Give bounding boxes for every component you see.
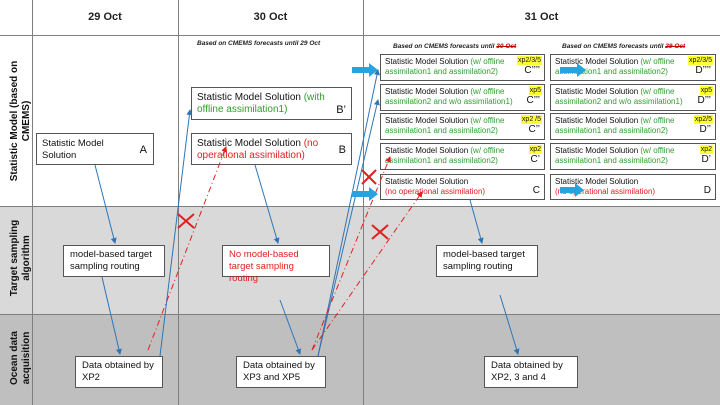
grid-line: [0, 314, 720, 315]
day-header-29: 29 Oct: [88, 11, 122, 23]
d-xp-tag: xp2/3/5: [688, 56, 713, 65]
ocean-box-31: Data obtained by XP2, 3 and 4: [484, 356, 578, 388]
day-header-31: 31 Oct: [524, 11, 559, 23]
c-solution-text: Statistic Model Solution (w/ offline ass…: [385, 57, 505, 76]
row-label-ocean: Ocean data acquisition: [9, 331, 32, 385]
grid-line: [0, 206, 720, 207]
grid-line: [32, 0, 33, 405]
model-solution-b-prime-text: Statistic Model Solution (with offline a…: [197, 92, 325, 115]
sampling-box-29: model-based target sampling routing: [63, 245, 165, 277]
c-xp-tag: xp2: [528, 145, 542, 154]
row-label-sampling: Target sampling algorithm: [9, 219, 32, 297]
c-solution-text: Statistic Model Solution (w/ offline ass…: [385, 87, 513, 106]
c-xp-tag: xp5: [528, 86, 542, 95]
note-col31b: Based on CMEMS forecasts until 29 Oct: [562, 43, 686, 50]
model-solution-a-text: Statistic Model Solution: [42, 138, 104, 161]
c-solution-text: Statistic Model Solution (w/ offline ass…: [385, 116, 505, 135]
d-solution-letter: D’: [701, 154, 711, 165]
model-solution-a: Statistic Model Solution A: [36, 133, 154, 165]
d-solution-4: Statistic Model Solution(no operational …: [550, 174, 716, 200]
d-solution-text: Statistic Model Solution (w/ offline ass…: [555, 57, 675, 76]
d-solution-text: Statistic Model Solution(no operational …: [555, 177, 656, 196]
d-xp-tag: xp2: [699, 145, 713, 154]
c-solution-text: Statistic Model Solution(no operational …: [385, 177, 486, 196]
c-solution-3: Statistic Model Solution (w/ offline ass…: [380, 143, 545, 170]
grid-line: [178, 0, 179, 405]
c-solution-4: Statistic Model Solution(no operational …: [380, 174, 545, 200]
d-xp-tag: xp2/5: [693, 115, 713, 124]
sampling-box-31: model-based target sampling routing: [436, 245, 538, 277]
d-solution-0: Statistic Model Solution (w/ offline ass…: [550, 54, 716, 81]
c-solution-letter: C’: [530, 154, 540, 165]
c-solution-2: Statistic Model Solution (w/ offline ass…: [380, 113, 545, 140]
grid-line: [0, 35, 720, 36]
sampling-box-30: No model-based target sampling routing: [222, 245, 330, 284]
row-label-model: Statistic Model (based on CMEMS): [9, 60, 32, 182]
c-solution-letter: C’’’’: [524, 65, 540, 76]
grid-line: [363, 0, 364, 405]
model-solution-b-prime: Statistic Model Solution (with offline a…: [191, 87, 352, 120]
d-solution-3: Statistic Model Solution (w/ offline ass…: [550, 143, 716, 170]
model-solution-b-text: Statistic Model Solution (no operational…: [197, 138, 319, 161]
d-solution-text: Statistic Model Solution (w/ offline ass…: [555, 87, 683, 106]
d-solution-letter: D’’’: [697, 95, 711, 106]
day-header-30: 30 Oct: [253, 11, 288, 23]
note-col31: Based on CMEMS forecasts until 30 Oct: [393, 43, 517, 50]
d-solution-1: Statistic Model Solution (w/ offline ass…: [550, 84, 716, 111]
c-solution-letter: C: [532, 185, 540, 196]
d-xp-tag: xp5: [699, 86, 713, 95]
header-band: [0, 0, 720, 35]
model-solution-b-letter: B: [338, 144, 346, 156]
c-xp-tag: xp2/3/5: [517, 56, 542, 65]
d-solution-letter: D: [703, 185, 711, 196]
c-solution-text: Statistic Model Solution (w/ offline ass…: [385, 146, 505, 165]
c-solution-letter: C’’: [528, 124, 540, 135]
ocean-box-30: Data obtained by XP3 and XP5: [236, 356, 326, 388]
c-solution-1: Statistic Model Solution (w/ offline ass…: [380, 84, 545, 111]
model-solution-b: Statistic Model Solution (no operational…: [191, 133, 352, 165]
c-solution-0: Statistic Model Solution (w/ offline ass…: [380, 54, 545, 81]
model-solution-b-prime-letter: B’: [336, 104, 346, 116]
d-solution-text: Statistic Model Solution (w/ offline ass…: [555, 146, 675, 165]
note-col30: Based on CMEMS forecasts until 29 Oct: [197, 40, 321, 47]
d-solution-letter: D’’’’: [695, 65, 711, 76]
c-xp-tag: xp2 /5: [520, 115, 542, 124]
ocean-box-29: Data obtained by XP2: [75, 356, 163, 388]
d-solution-2: Statistic Model Solution (w/ offline ass…: [550, 113, 716, 140]
c-solution-letter: C’’’: [526, 95, 540, 106]
d-solution-text: Statistic Model Solution (w/ offline ass…: [555, 116, 675, 135]
model-solution-a-letter: A: [139, 144, 147, 156]
d-solution-letter: D’’: [699, 124, 711, 135]
